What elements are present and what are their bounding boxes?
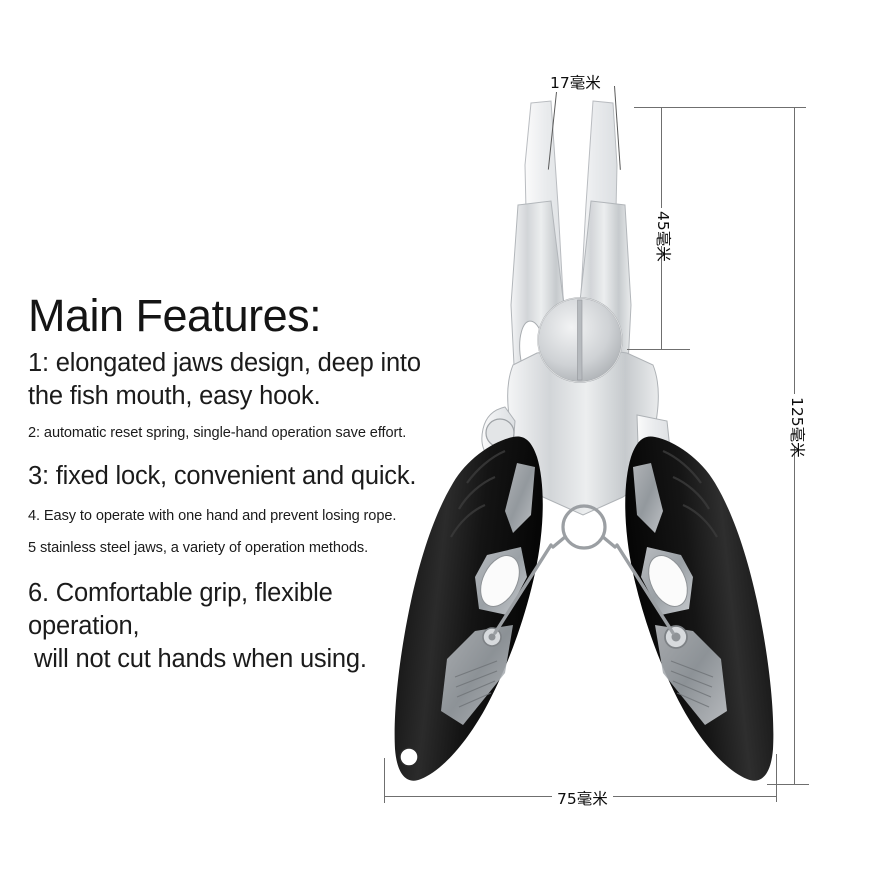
feature-item-5: 5 stainless steel jaws, a variety of ope… bbox=[28, 540, 369, 557]
dimension-label-jaw-width: 17毫米 bbox=[545, 70, 606, 94]
page-title: Main Features: bbox=[28, 290, 322, 341]
dimension-tick-total-length-bottom bbox=[767, 784, 809, 786]
pivot-head bbox=[507, 297, 659, 516]
dimension-label-jaw-length: 45毫米 bbox=[652, 208, 676, 262]
right-grip-handle bbox=[625, 436, 774, 781]
return-spring bbox=[493, 504, 675, 635]
fishing-pliers-image bbox=[355, 85, 815, 800]
feature-item-6-line2: will not cut hands when using. bbox=[34, 645, 367, 674]
dimension-tick-jaw-length-bottom bbox=[627, 349, 690, 351]
dimension-tick-jaw-length-top bbox=[634, 107, 690, 109]
dimension-tick-total-width-left bbox=[384, 758, 386, 803]
feature-item-2: 2: automatic reset spring, single-hand o… bbox=[28, 424, 407, 441]
feature-item-4: 4. Easy to operate with one hand and pre… bbox=[28, 507, 397, 524]
dimension-label-total-length: 125毫米 bbox=[786, 394, 810, 458]
feature-item-6: 6. Comfortable grip, flexible operation,… bbox=[28, 577, 448, 676]
dimension-label-total-width: 75毫米 bbox=[552, 786, 613, 810]
feature-item-1: 1: elongated jaws design, deep into the … bbox=[28, 348, 421, 410]
dimension-line-total-length bbox=[794, 108, 796, 785]
feature-item-6-line1: 6. Comfortable grip, flexible operation, bbox=[28, 579, 333, 641]
left-grip-handle bbox=[394, 436, 543, 781]
features-text-block: Main Features: 1: elongated jaws design,… bbox=[28, 290, 448, 684]
dimension-tick-total-width-right bbox=[776, 754, 778, 802]
dimension-tick-total-length-top bbox=[676, 107, 806, 109]
feature-item-3: 3: fixed lock, convenient and quick. bbox=[28, 461, 417, 490]
